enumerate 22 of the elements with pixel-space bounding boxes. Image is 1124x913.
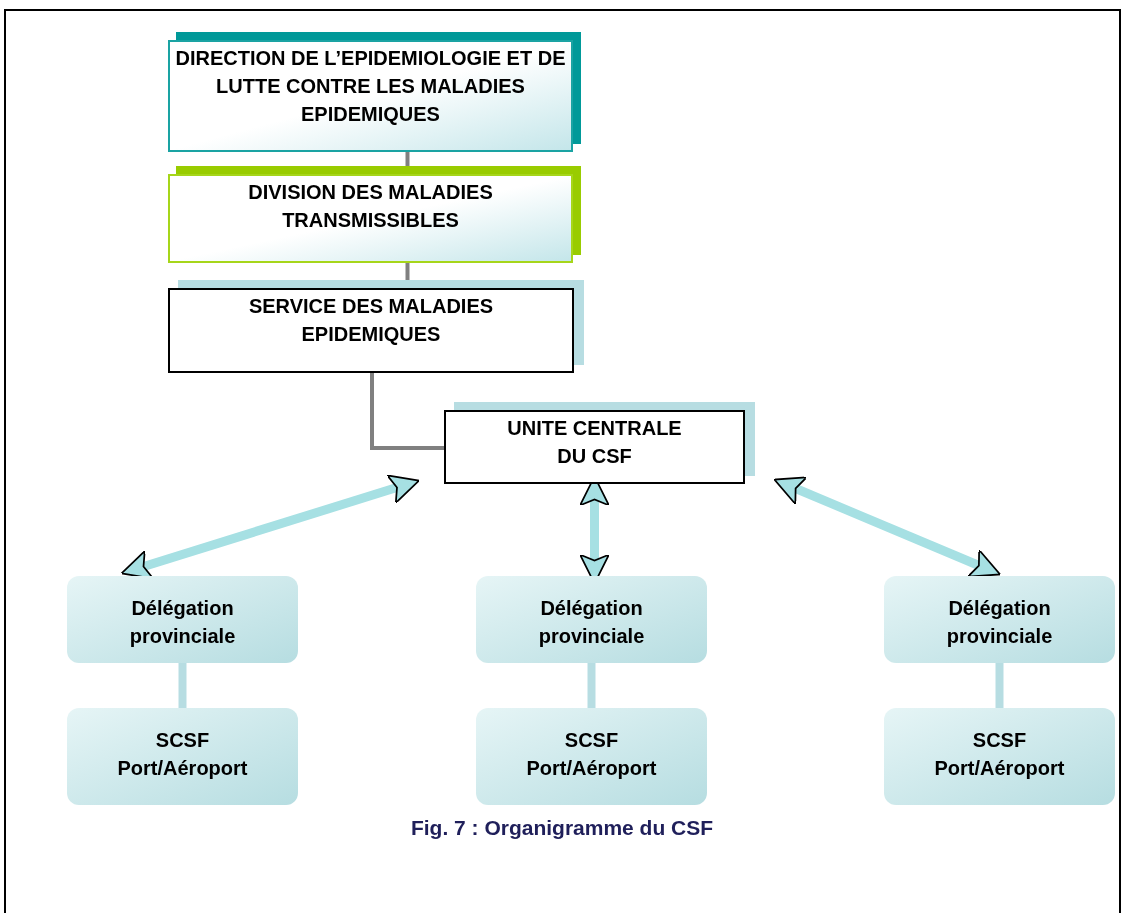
node-label: SCSF Port/Aéroport: [933, 728, 1066, 781]
delegation-box: [476, 576, 707, 663]
port-airport-box: [476, 708, 707, 805]
port-airport-box: [67, 708, 298, 805]
node-label: Délégation provinciale: [537, 596, 646, 649]
node-label: DIRECTION DE L’EPIDEMIOLOGIE ET DE LUTTE CONTRE LES MALADIES EPIDEMIQUES: [174, 46, 567, 127]
delegation-box: [884, 576, 1115, 663]
connector-line: [587, 663, 596, 708]
connector-line: [370, 373, 444, 450]
node-label: SCSF Port/Aéroport: [116, 728, 249, 781]
connector-line: [178, 663, 187, 708]
node-label: SERVICE DES MALADIES EPIDEMIQUES: [247, 294, 495, 347]
figure-caption: Fig. 7 : Organigramme du CSF: [409, 815, 715, 841]
node-label: Délégation provinciale: [128, 596, 237, 649]
node-label: DIVISION DES MALADIES TRANSMISSIBLES: [247, 180, 494, 233]
port-airport-box: [884, 708, 1115, 805]
node-label: UNITE CENTRALE DU CSF: [506, 416, 683, 469]
delegation-box: [67, 576, 298, 663]
connector-line: [995, 663, 1004, 708]
node-label: SCSF Port/Aéroport: [525, 728, 658, 781]
node-label: Délégation provinciale: [945, 596, 1054, 649]
double-arrow: [773, 476, 1001, 578]
